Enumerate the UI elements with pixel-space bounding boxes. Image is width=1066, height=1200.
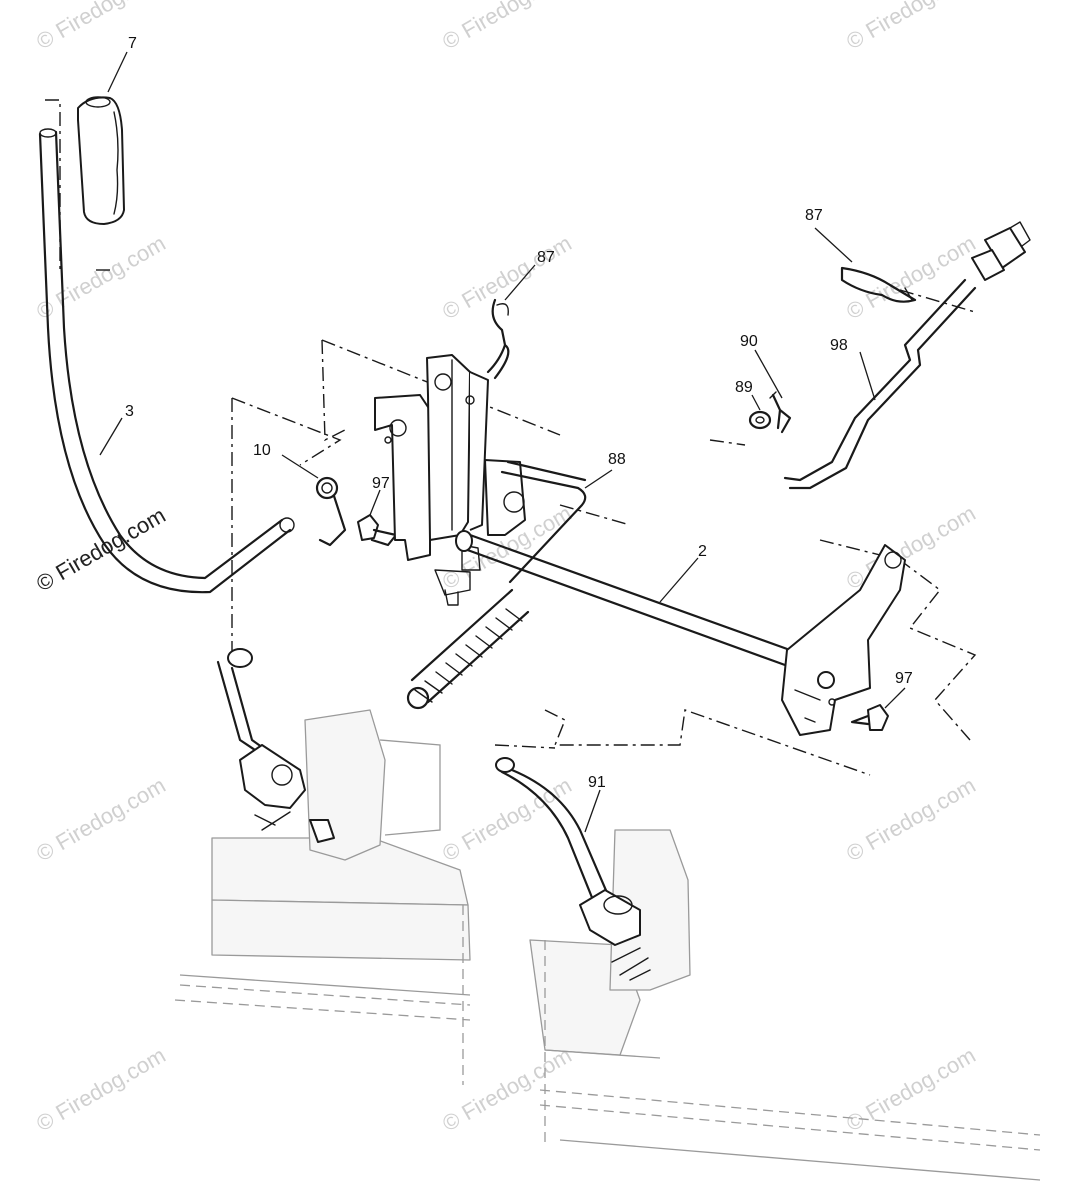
- callout-97: 97: [372, 475, 390, 492]
- lift-bracket: [374, 354, 526, 606]
- watermark: © Firedog.com: [842, 230, 980, 324]
- part-89-washer: [748, 410, 772, 430]
- part-97-bolt-upper: [357, 514, 398, 547]
- part-90-cotter-pin: [769, 391, 792, 434]
- watermarks: © Firedog.com © Firedog.com © Firedog.co…: [32, 0, 980, 1136]
- watermark: © Firedog.com: [842, 1042, 980, 1136]
- part-88-extension-spring: [406, 460, 587, 710]
- callout-98: 98: [830, 337, 848, 354]
- watermark: © Firedog.com: [438, 230, 576, 324]
- part-3-lift-handle: [38, 128, 295, 594]
- callout-87: 87: [537, 249, 555, 266]
- callout-2: 2: [698, 543, 707, 560]
- watermark: © Firedog.com: [32, 1042, 170, 1136]
- watermark: © Firedog.com: [32, 772, 170, 866]
- callout-88: 88: [608, 451, 626, 468]
- part-97-bolt-lower: [850, 704, 889, 731]
- watermark: © Firedog.com: [842, 0, 980, 54]
- mower-frame-ghost: [174, 709, 1041, 1181]
- part-7-grip: [77, 96, 125, 225]
- watermark: © Firedog.com: [438, 0, 576, 54]
- watermark: © Firedog.com: [842, 500, 980, 594]
- part-10-torsion-spring: [315, 476, 347, 547]
- callout-87: 87: [805, 207, 823, 224]
- watermark: © Firedog.com: [842, 772, 980, 866]
- spring-coils: [406, 588, 530, 710]
- watermark: © Firedog.com: [438, 772, 576, 866]
- part-2-cross-shaft: [455, 530, 906, 736]
- callout-7: 7: [128, 35, 137, 52]
- leader-lines: [99, 51, 906, 833]
- lower-link-left: [216, 648, 335, 843]
- watermark: © Firedog.com: [32, 230, 170, 324]
- callout-10: 10: [253, 442, 271, 459]
- callout-91: 91: [588, 774, 606, 791]
- callout-3: 3: [125, 403, 134, 420]
- callouts: 7 3 10 97 87 88 2 87 90 98 89 97 91: [125, 35, 913, 791]
- part-87-hair-pin-upper: [486, 298, 510, 380]
- callout-97: 97: [895, 670, 913, 687]
- watermark: © Firedog.com: [438, 1042, 576, 1136]
- watermark: © Firedog.com: [32, 0, 170, 54]
- part-91-lower-link-right: [495, 757, 651, 981]
- callout-89: 89: [735, 379, 753, 396]
- callout-90: 90: [740, 333, 758, 350]
- part-87-hair-pin-right: [840, 266, 917, 303]
- part-98-rod: [783, 221, 1031, 490]
